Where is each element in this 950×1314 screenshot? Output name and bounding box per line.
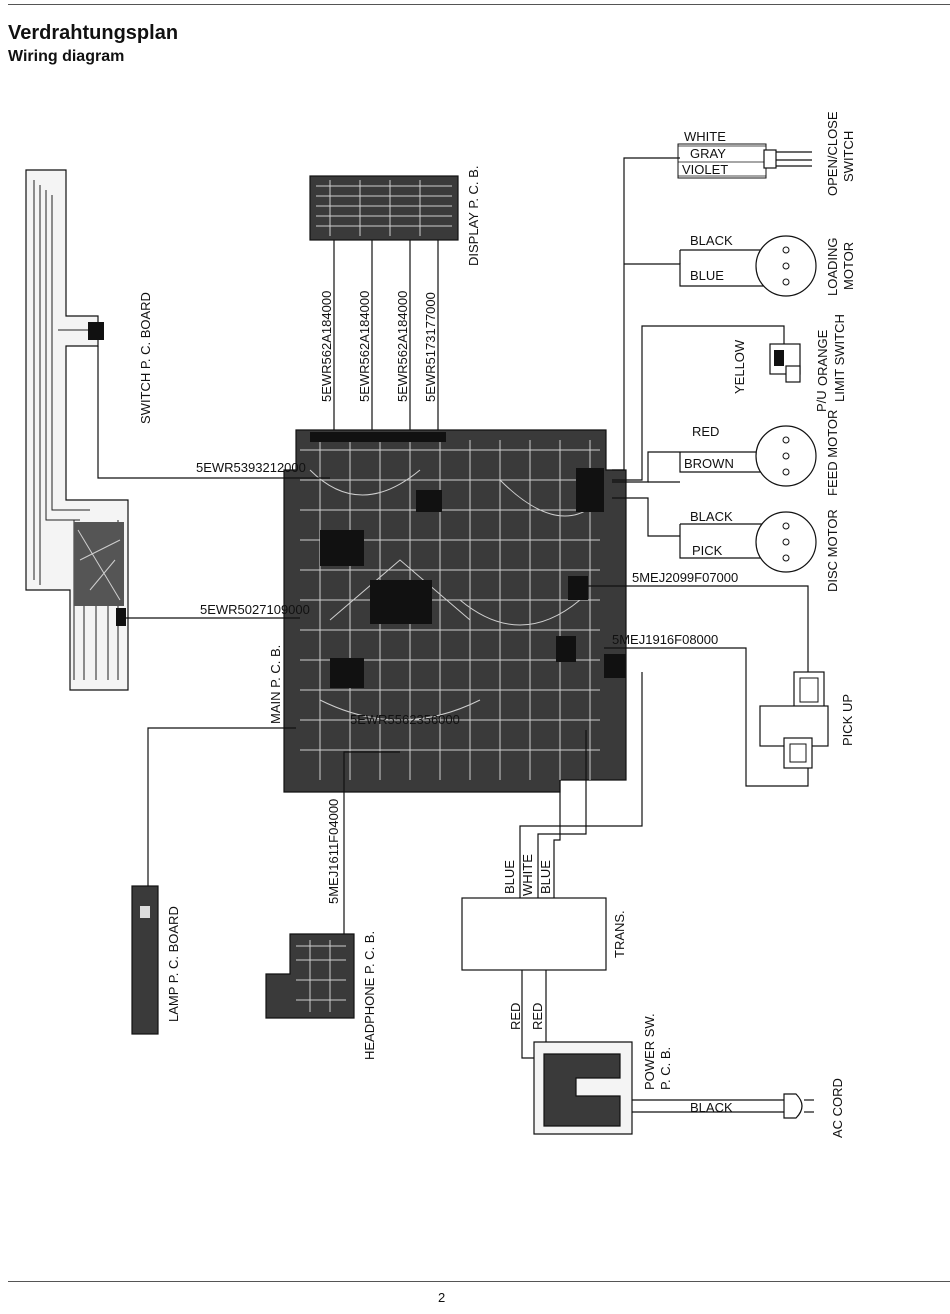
display-pcb-label: DISPLAY P. C. B. — [466, 166, 481, 266]
wire-color-label: BROWN — [684, 456, 734, 471]
loading-motor — [624, 235, 817, 297]
page-title: Verdrahtungsplan — [8, 22, 179, 44]
switch-pcb-label: SWITCH P. C. BOARD — [138, 292, 153, 424]
cable-label: 5MEJ2099F07000 — [632, 570, 738, 585]
component-label: TRANS. — [612, 910, 627, 958]
wire-color-label: VIOLET — [682, 162, 728, 177]
board-label: P. C. B. — [658, 1047, 673, 1090]
wire-color-label: RED — [508, 1003, 523, 1030]
board-label: LAMP P. C. BOARD — [166, 906, 181, 1022]
component-label: MOTOR — [841, 242, 856, 290]
cable-label: 5EWR562A184000 — [395, 291, 410, 402]
main-pcb — [283, 429, 627, 793]
page-subtitle: Wiring diagram — [8, 48, 125, 65]
top-rule — [8, 4, 950, 5]
component-label: SWITCH — [841, 131, 856, 182]
headphone-pcb — [265, 751, 400, 1019]
cable-label: 5MEJ1916F08000 — [612, 632, 718, 647]
pick-up — [588, 585, 829, 787]
wire-color-label: BLUE — [538, 860, 553, 894]
transformer — [461, 672, 643, 1034]
cable-label: 5EWR562A184000 — [357, 291, 372, 402]
wire-color-label: BLACK — [690, 1100, 733, 1115]
component-label: FEED MOTOR — [825, 410, 840, 496]
wire-color-label: BLACK — [690, 509, 733, 524]
feed-motor — [612, 425, 817, 487]
disc-motor — [612, 497, 817, 573]
wire-color-label: RED — [692, 424, 719, 439]
board-label: POWER SW. — [642, 1013, 657, 1090]
wire-color-label: BLACK — [690, 233, 733, 248]
cable-label: 5MEJ1611F04000 — [326, 799, 341, 904]
bottom-rule — [8, 1281, 950, 1282]
cable-label: 5EWR5173177000 — [423, 292, 438, 402]
wire-color-label: BLUE — [690, 268, 724, 283]
wire-color-label: YELLOW — [732, 339, 747, 394]
open-close-switch — [612, 143, 812, 471]
component-label: DISC MOTOR — [825, 509, 840, 592]
page-number: 2 — [438, 1290, 446, 1305]
component-label: LOADING — [825, 237, 840, 296]
wire-color-label: WHITE — [684, 129, 726, 144]
main-pcb-label: MAIN P. C. B. — [268, 645, 283, 724]
component-label: PICK UP — [840, 694, 855, 746]
component-label: P/U — [814, 390, 829, 412]
cable-label: 5EWR5393212000 — [196, 460, 306, 475]
component-label: LIMIT SWITCH — [832, 314, 847, 402]
display-pcb — [309, 175, 459, 241]
display-cables — [333, 240, 439, 432]
wire-color-label: PICK — [692, 543, 723, 558]
wire-color-label: RED — [530, 1003, 545, 1030]
cable-label: 5EWR5027109000 — [200, 602, 310, 617]
wire-color-label: GRAY — [690, 146, 726, 161]
wire-color-label: ORANGE — [815, 329, 830, 386]
power-sw-pcb — [521, 1034, 814, 1135]
component-label: AC CORD — [830, 1078, 845, 1138]
cable-label: 5EWR5562356000 — [350, 712, 460, 727]
board-label: HEADPHONE P. C. B. — [362, 931, 377, 1060]
lamp-pcb — [131, 727, 296, 1035]
switch-pcb — [25, 169, 129, 691]
component-label: OPEN/CLOSE — [825, 111, 840, 196]
wire-color-label: BLUE — [502, 860, 517, 894]
pu-limit-switch — [612, 325, 801, 481]
cable-label: 5EWR562A184000 — [319, 291, 334, 402]
switch-cables — [97, 346, 330, 619]
wire-color-label: WHITE — [520, 854, 535, 896]
